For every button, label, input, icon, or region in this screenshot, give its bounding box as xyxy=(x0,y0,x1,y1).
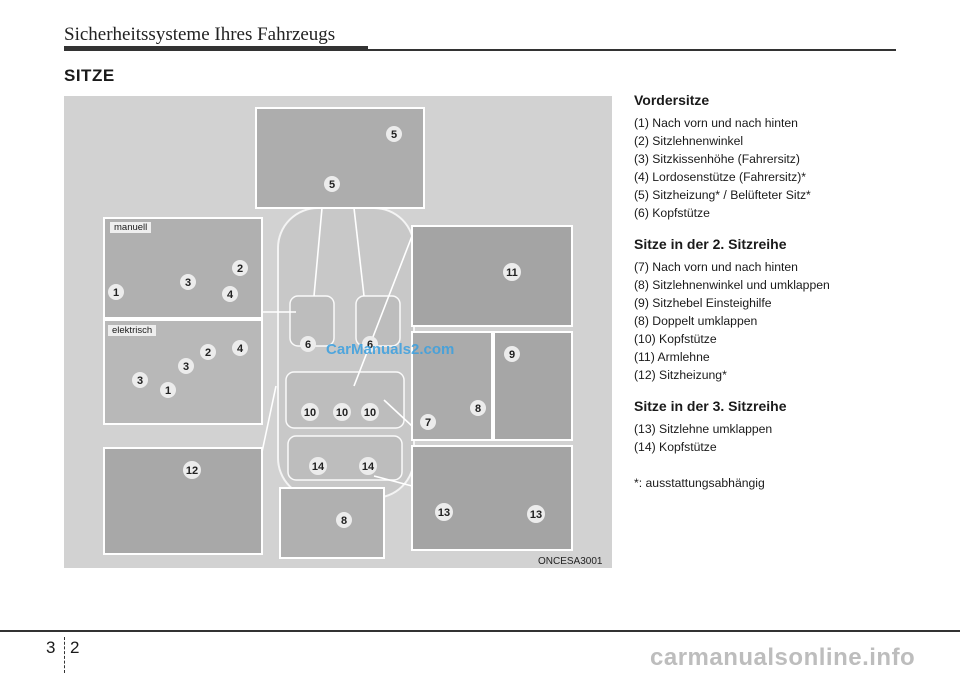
seat-illustration: 5 5 2 3 4 1 2 4 3 3 1 6 6 10 10 10 14 14… xyxy=(103,107,573,559)
svg-text:12: 12 xyxy=(186,465,198,477)
list-item: (12) Sitzheizung* xyxy=(634,368,727,382)
svg-text:2: 2 xyxy=(237,263,243,275)
list-item: (8) Sitzlehnenwinkel und umklappen xyxy=(634,278,830,292)
label-manual: manuell xyxy=(110,222,152,233)
figure-watermark: CarManuals2.com xyxy=(326,341,454,358)
header-rule-thin xyxy=(368,49,896,51)
svg-text:11: 11 xyxy=(506,267,518,279)
svg-text:6: 6 xyxy=(367,339,373,351)
group-heading: Sitze in der 3. Sitzreihe xyxy=(634,398,787,414)
group-heading: Sitze in der 2. Sitzreihe xyxy=(634,236,787,252)
svg-text:13: 13 xyxy=(438,507,450,519)
list-item: (1) Nach vorn und nach hinten xyxy=(634,116,798,130)
list-item: (8) Doppelt umklappen xyxy=(634,314,758,328)
list-item: (7) Nach vorn und nach hinten xyxy=(634,260,798,274)
armrest-panel xyxy=(411,225,573,327)
walkin-panel xyxy=(493,331,573,441)
page-number: 2 xyxy=(70,638,80,657)
svg-text:7: 7 xyxy=(425,417,431,429)
cargo-panel xyxy=(411,445,573,551)
label-electric: elektrisch xyxy=(108,325,157,336)
svg-text:13: 13 xyxy=(530,509,542,521)
group-third-row: Sitze in der 3. Sitzreihe (13) Sitzlehne… xyxy=(634,398,934,456)
lever-panel xyxy=(279,487,385,559)
svg-text:4: 4 xyxy=(227,289,234,301)
group-front: Vordersitze (1) Nach vorn und nach hinte… xyxy=(634,92,934,222)
console-panel xyxy=(255,107,425,209)
svg-text:5: 5 xyxy=(329,179,335,191)
list-item: (14) Kopfstütze xyxy=(634,440,717,454)
text-column: Vordersitze (1) Nach vorn und nach hinte… xyxy=(634,92,934,490)
list-item: (13) Sitzlehne umklappen xyxy=(634,422,773,436)
page-number-chapter: 3 xyxy=(46,638,56,657)
footnote: *: ausstattungsabhängig xyxy=(634,476,765,490)
list-item: (11) Armlehne xyxy=(634,350,710,364)
list-item: (6) Kopfstütze xyxy=(634,206,710,220)
svg-text:5: 5 xyxy=(391,129,397,141)
svg-text:1: 1 xyxy=(165,385,171,397)
header-title: Sicherheitssysteme Ihres Fahrzeugs xyxy=(64,24,336,45)
svg-text:2: 2 xyxy=(205,347,211,359)
svg-text:4: 4 xyxy=(237,343,244,355)
footer-watermark: carmanualsonline.info xyxy=(650,644,916,671)
group-second-row: Sitze in der 2. Sitzreihe (7) Nach vorn … xyxy=(634,236,934,384)
svg-text:9: 9 xyxy=(509,349,515,361)
svg-text:10: 10 xyxy=(336,407,348,419)
svg-text:3: 3 xyxy=(137,375,143,387)
svg-text:14: 14 xyxy=(312,461,325,473)
svg-text:14: 14 xyxy=(362,461,375,473)
list-item: (4) Lordosenstütze (Fahrersitz)* xyxy=(634,170,807,184)
svg-text:1: 1 xyxy=(113,287,119,299)
list-item: (9) Sitzhebel Einsteighilfe xyxy=(634,296,772,310)
seat-figure: 5 5 2 3 4 1 2 4 3 3 1 6 6 10 10 10 14 14… xyxy=(64,96,612,568)
svg-text:10: 10 xyxy=(304,407,316,419)
svg-text:3: 3 xyxy=(185,277,191,289)
door-switch-panel xyxy=(103,447,263,555)
front-seat-right xyxy=(355,295,401,347)
list-item: (10) Kopfstütze xyxy=(634,332,717,346)
figure-code: ONCESA3001 xyxy=(538,556,603,567)
list-item: (5) Sitzheizung* / Belüfteter Sitz* xyxy=(634,188,811,202)
header-rule-thick xyxy=(64,46,368,51)
svg-text:10: 10 xyxy=(364,407,376,419)
svg-text:3: 3 xyxy=(183,361,189,373)
bottom-rule xyxy=(0,630,960,632)
section-title: SITZE xyxy=(64,66,115,85)
list-item: (3) Sitzkissenhöhe (Fahrersitz) xyxy=(634,152,800,166)
svg-text:8: 8 xyxy=(475,403,481,415)
page-number-separator xyxy=(64,637,65,673)
third-row-seat xyxy=(287,435,403,481)
svg-text:8: 8 xyxy=(341,515,347,527)
list-item: (2) Sitzlehnenwinkel xyxy=(634,134,744,148)
group-heading: Vordersitze xyxy=(634,92,710,108)
svg-text:6: 6 xyxy=(305,339,311,351)
